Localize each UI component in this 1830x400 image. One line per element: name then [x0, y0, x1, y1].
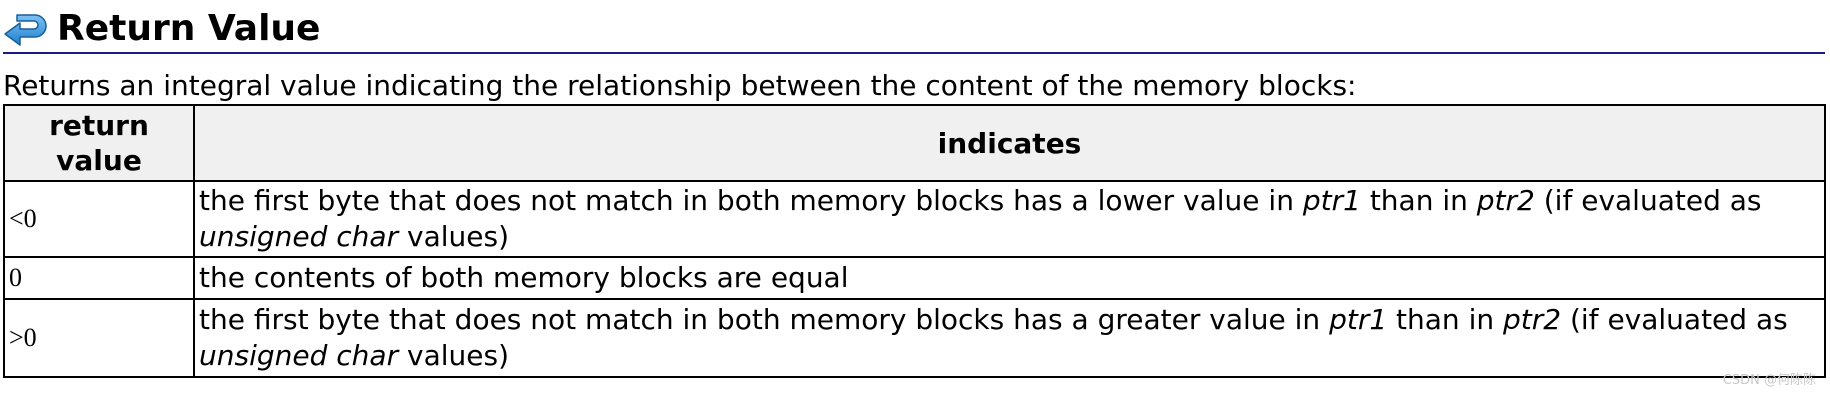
watermark: CSDN @何陈陈	[1722, 373, 1816, 388]
return-value-cell: 0	[3, 256, 195, 300]
indicates-cell: the contents of both memory blocks are e…	[193, 256, 1826, 300]
table-row: >0 the first byte that does not match in…	[3, 298, 1826, 378]
param-ptr1: ptr1	[1302, 184, 1361, 217]
return-arrow-icon	[4, 14, 47, 46]
table-header-row: return value indicates	[3, 104, 1826, 182]
return-value-cell: >0	[3, 298, 195, 378]
return-value-table: return value indicates <0 the first byte…	[3, 104, 1826, 378]
table-row: <0 the first byte that does not match in…	[3, 180, 1826, 258]
table-row: 0 the contents of both memory blocks are…	[3, 256, 1826, 300]
header-return-value: return value	[3, 104, 195, 182]
indicates-cell: the first byte that does not match in bo…	[193, 298, 1826, 378]
param-ptr2: ptr2	[1476, 184, 1535, 217]
header-indicates-label: indicates	[937, 126, 1082, 160]
header-return-value-label: return value	[49, 109, 149, 177]
section-header: Return Value	[3, 6, 1825, 54]
return-value-cell: <0	[3, 180, 195, 258]
type-unsigned-char: unsigned char	[199, 220, 399, 253]
param-ptr1: ptr1	[1329, 303, 1388, 336]
intro-text: Returns an integral value indicating the…	[3, 69, 1357, 102]
header-indicates: indicates	[193, 104, 1826, 182]
section-title: Return Value	[57, 8, 321, 49]
indicates-cell: the first byte that does not match in bo…	[193, 180, 1826, 258]
type-unsigned-char: unsigned char	[199, 339, 399, 372]
param-ptr2: ptr2	[1503, 303, 1562, 336]
